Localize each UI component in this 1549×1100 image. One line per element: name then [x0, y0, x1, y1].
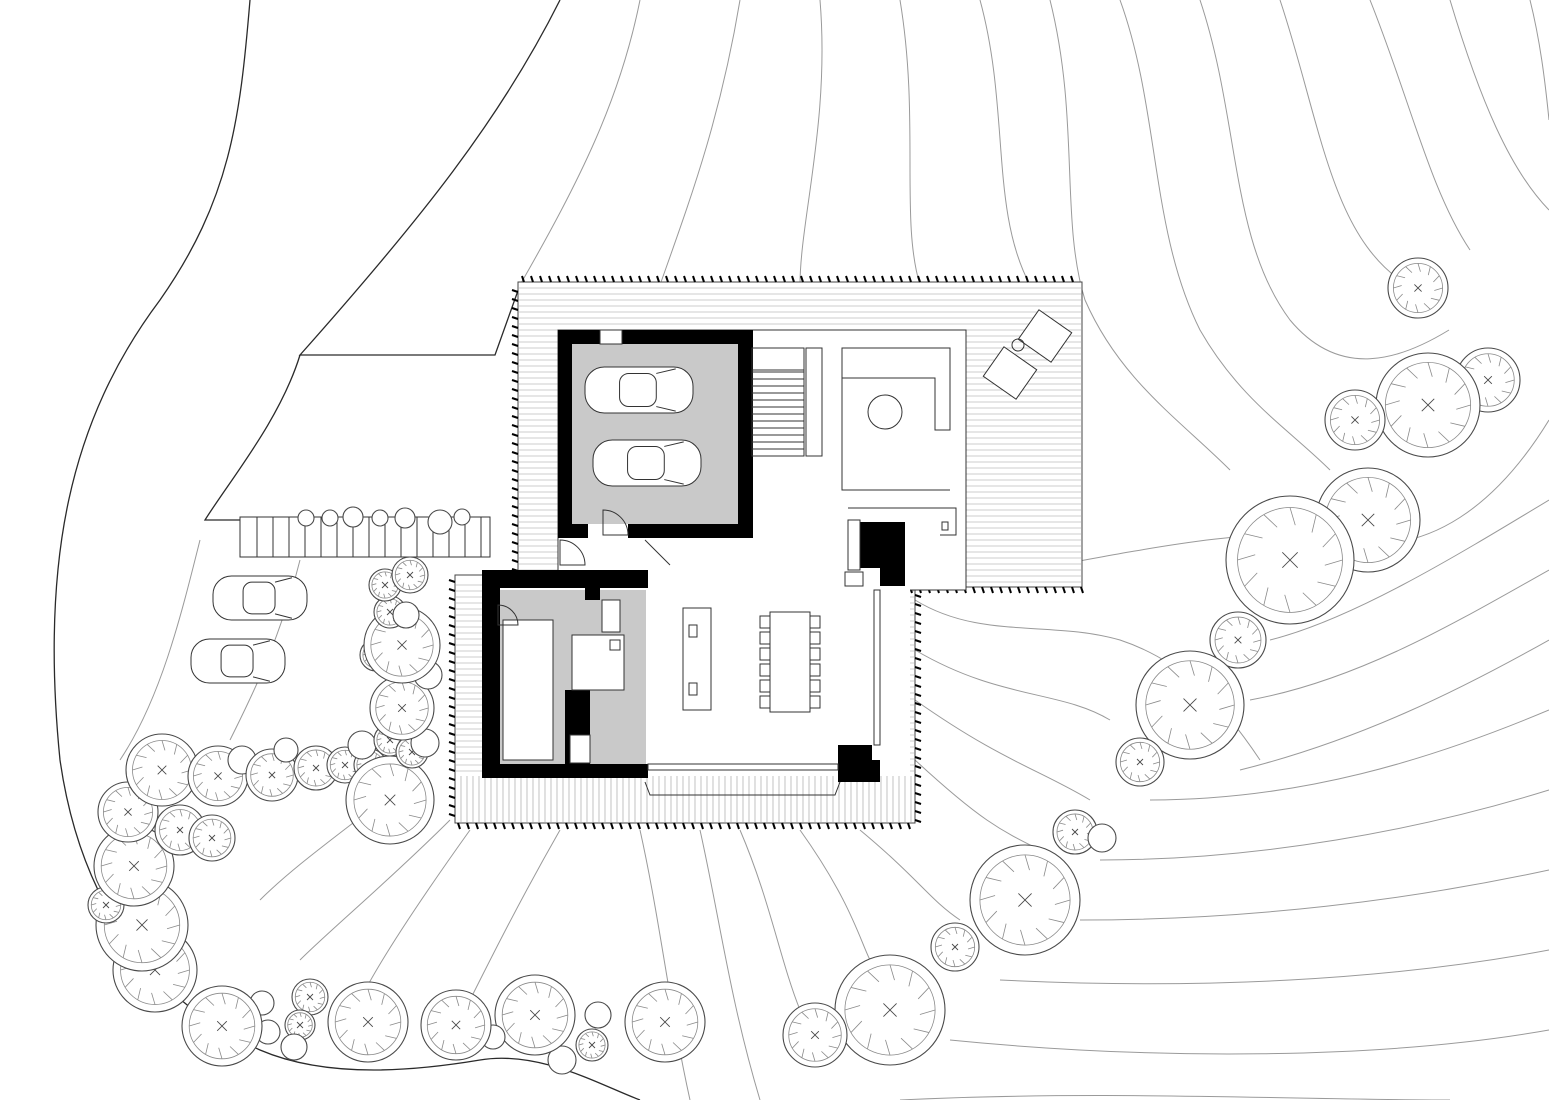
terrace-chairs — [982, 309, 1073, 400]
dining-chair — [759, 663, 771, 677]
tree — [345, 755, 435, 845]
site-boundary — [53, 0, 641, 1100]
tree — [371, 509, 389, 527]
car-symbol — [584, 366, 694, 414]
tree — [273, 737, 299, 763]
tree — [347, 730, 377, 760]
tree — [1375, 352, 1481, 458]
terrace-edge-ticks — [448, 275, 1084, 830]
dining-chair — [809, 679, 821, 693]
dining-chair — [809, 647, 821, 661]
car-symbol — [212, 575, 308, 621]
tree — [125, 733, 199, 807]
tree — [297, 509, 315, 527]
dining-chair — [809, 695, 821, 709]
tree — [391, 556, 429, 594]
dining-chair — [809, 615, 821, 629]
tree — [453, 508, 471, 526]
tree — [327, 981, 409, 1063]
dining-chairs — [759, 615, 821, 709]
tree — [420, 989, 492, 1061]
service-walls — [482, 570, 648, 778]
tree — [834, 954, 946, 1066]
car-symbol — [592, 439, 702, 487]
car-symbols — [190, 366, 702, 684]
contour-lines — [119, 0, 1549, 1100]
dining-chair — [759, 647, 771, 661]
tree — [188, 814, 236, 862]
tree — [342, 506, 364, 528]
paving-strip — [239, 516, 491, 558]
tree — [1135, 650, 1245, 760]
tree — [280, 1033, 308, 1061]
tree — [1052, 809, 1098, 855]
tree — [969, 844, 1081, 956]
dining-chair — [809, 631, 821, 645]
tree — [293, 745, 339, 791]
dining-table — [769, 611, 811, 713]
building — [482, 309, 1073, 796]
tree — [1324, 389, 1386, 451]
coffee-table — [867, 394, 903, 430]
tree — [575, 1028, 609, 1062]
road-edge — [298, 0, 561, 356]
tree — [1087, 823, 1117, 853]
tree — [782, 1002, 848, 1068]
tree — [547, 1045, 577, 1075]
tree — [291, 978, 329, 1016]
tree — [624, 981, 706, 1063]
tree — [392, 601, 420, 629]
tree — [1387, 257, 1449, 319]
tree — [494, 974, 576, 1056]
tree — [930, 922, 980, 972]
tree — [321, 509, 339, 527]
car-symbol — [190, 638, 286, 684]
tree — [394, 507, 416, 529]
tree — [181, 985, 263, 1067]
dining-chair — [759, 695, 771, 709]
core-walls — [860, 522, 905, 586]
tree — [584, 1001, 612, 1029]
tree — [427, 509, 453, 535]
tree-symbols — [87, 257, 1521, 1075]
dining-chair — [759, 679, 771, 693]
tree — [1225, 495, 1355, 625]
staircase — [751, 347, 805, 457]
tree — [93, 825, 175, 907]
tree — [1115, 737, 1165, 787]
tree — [1209, 611, 1267, 669]
dining-chair — [759, 631, 771, 645]
dining-chair — [809, 663, 821, 677]
road-edge-lower — [203, 354, 301, 521]
dining-chair — [759, 615, 771, 629]
